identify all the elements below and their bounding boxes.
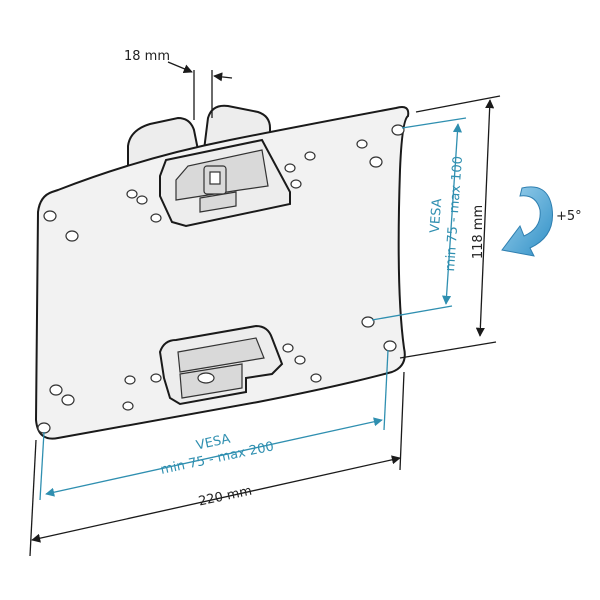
latch-housing-bottom	[158, 324, 284, 406]
mount-hole	[61, 394, 75, 406]
mount-hole	[310, 373, 322, 383]
vesa-horizontal-title: VESA	[195, 432, 232, 454]
total-width-label: 220 mm	[197, 484, 253, 510]
vesa-vertical-range: min 75 - max 100	[443, 156, 466, 272]
mount-hole	[304, 151, 316, 161]
gap-width-label: 18 mm	[124, 49, 170, 64]
mount-hole	[43, 210, 57, 222]
gap-dimension: 18 mm	[124, 49, 233, 120]
total-height-label: 118 mm	[471, 205, 486, 259]
mount-hole	[150, 213, 162, 223]
mount-hole	[383, 340, 397, 352]
height-dimension: 118 mm	[399, 95, 501, 359]
mount-hole	[37, 422, 51, 434]
mount-hole	[282, 343, 294, 353]
mount-hole	[369, 156, 383, 168]
mount-hole	[150, 373, 162, 383]
mount-hole	[294, 355, 306, 365]
mount-hole	[356, 139, 368, 149]
mount-hole	[284, 163, 296, 173]
tilt-housing-top	[159, 138, 291, 228]
plate-holes	[37, 124, 405, 434]
mount-hole	[124, 375, 136, 385]
mount-hole	[290, 179, 302, 189]
mount-hole	[136, 195, 148, 205]
mount-hole	[49, 384, 63, 396]
mount-hole	[122, 401, 134, 411]
tilt-angle-label: +5°	[556, 209, 582, 224]
mount-hole	[391, 124, 405, 136]
vesa-vertical-title: VESA	[428, 198, 445, 234]
tilt-arrow-icon: +5°	[501, 186, 582, 257]
mount-hole	[361, 316, 375, 328]
mount-hole	[126, 189, 138, 199]
mount-hole	[65, 230, 79, 242]
